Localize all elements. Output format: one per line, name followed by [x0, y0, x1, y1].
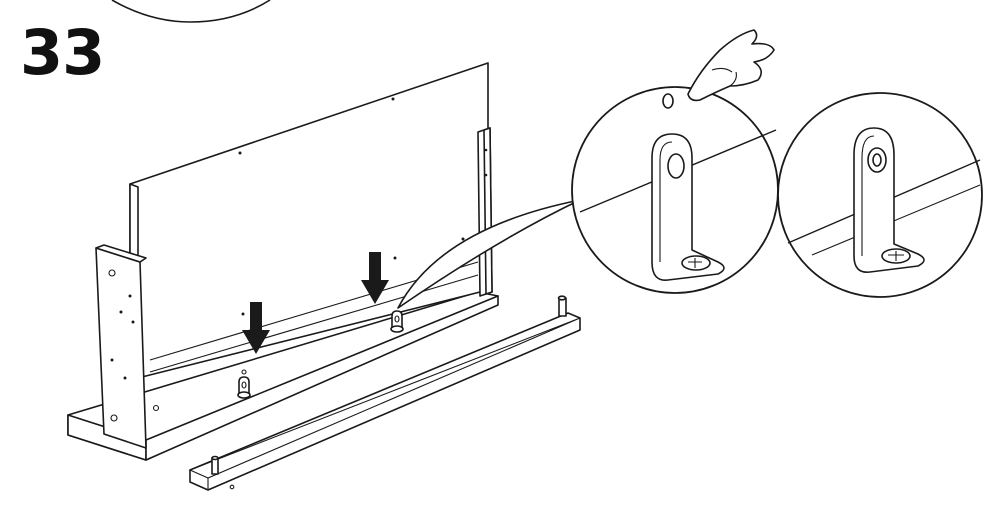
- l-bracket-after: [853, 127, 925, 273]
- detail-circle-before: [571, 86, 779, 294]
- previous-step-callout-arc: [111, 0, 271, 23]
- dowel-right: [557, 295, 567, 317]
- cabinet-assembly: [67, 62, 499, 461]
- detail-circle-after: [777, 92, 983, 298]
- left-side-panel: [95, 244, 147, 449]
- bracket-right: [390, 310, 404, 333]
- front-rail-board: [188, 295, 581, 491]
- step-number: 33: [20, 16, 105, 89]
- l-bracket-before: [651, 133, 725, 281]
- bottom-panel: [67, 291, 499, 461]
- right-side-post: [477, 127, 493, 297]
- finger-press-icon: [687, 29, 775, 102]
- bracket-left: [237, 376, 251, 399]
- down-arrow-icon: [361, 252, 389, 304]
- down-arrow-icon: [242, 302, 270, 354]
- dowel-left: [211, 455, 219, 475]
